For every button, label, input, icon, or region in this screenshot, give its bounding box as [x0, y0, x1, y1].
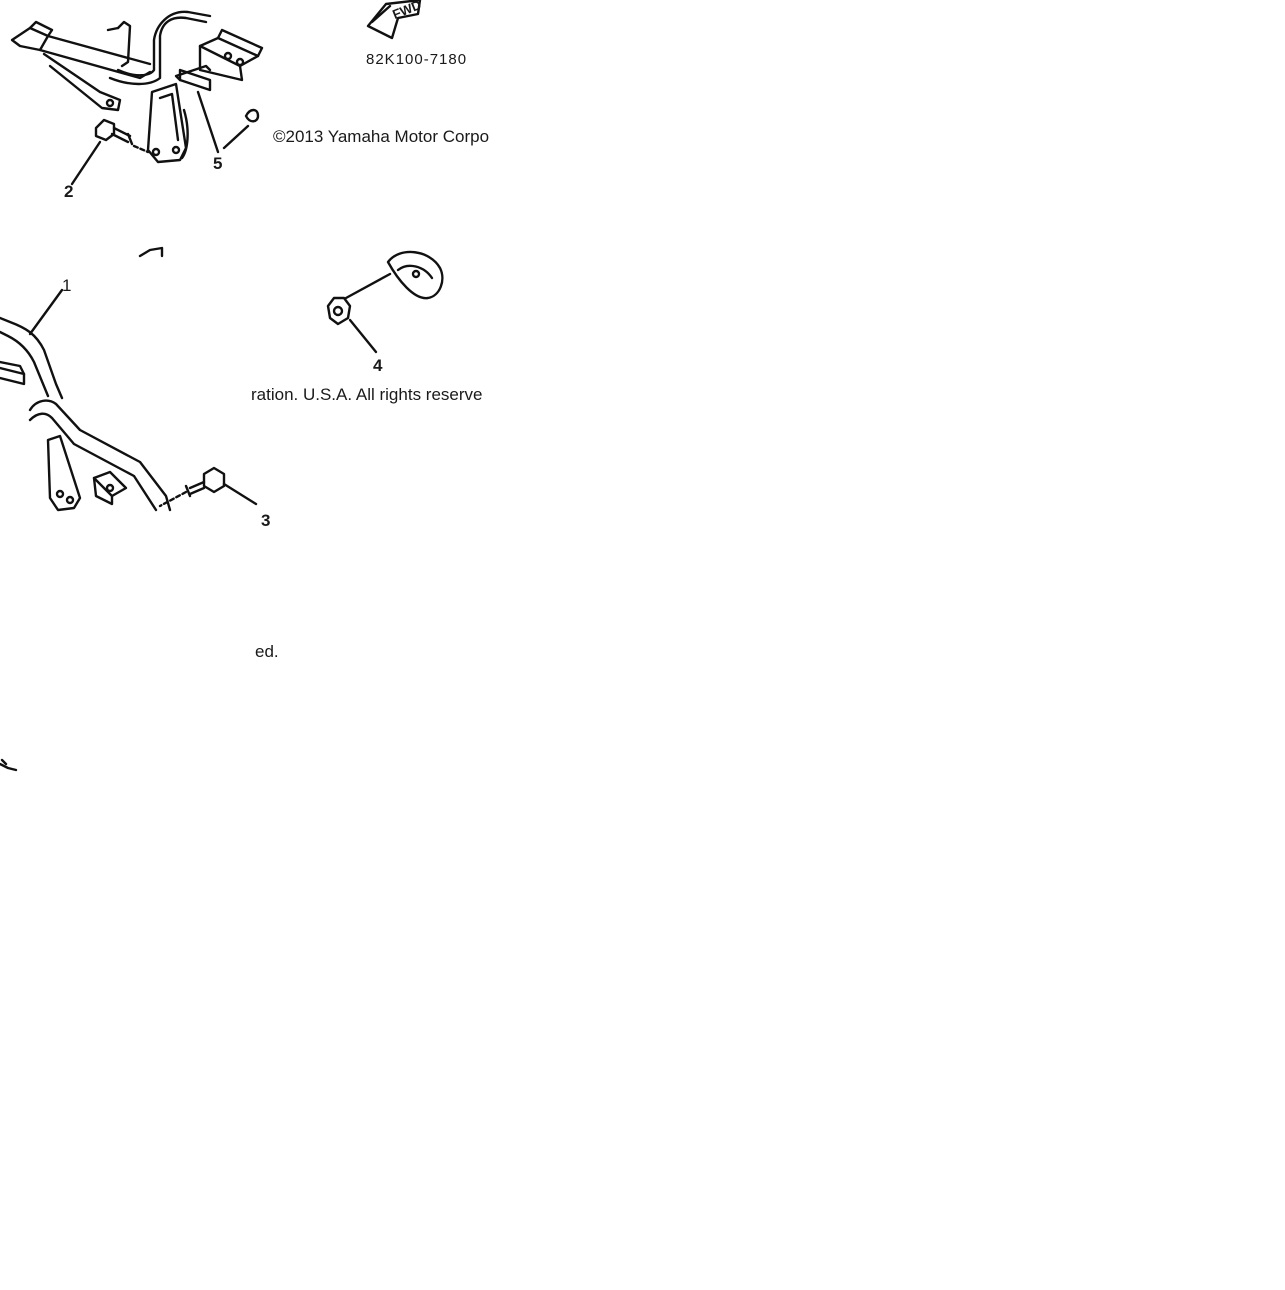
copyright-fragment-3: ed. — [255, 642, 279, 661]
copyright-fragment-1: ©2013 Yamaha Motor Corpo — [273, 127, 490, 146]
callout-1: 1 — [62, 276, 72, 295]
callout-4: 4 — [373, 356, 383, 375]
fwd-arrow — [366, 0, 422, 40]
callout-2: 2 — [64, 182, 74, 201]
lower-frame-assembly — [0, 288, 258, 512]
upper-rail-assembly — [10, 10, 264, 186]
callout-5: 5 — [213, 154, 223, 173]
copyright-fragment-2: ration. U.S.A. All rights reserve — [251, 385, 483, 404]
fragment-mark — [138, 246, 164, 258]
nut-assembly — [326, 250, 444, 354]
callout-3: 3 — [261, 511, 271, 530]
stray-mark — [0, 758, 18, 772]
part-number: 82K100-7180 — [366, 51, 468, 68]
